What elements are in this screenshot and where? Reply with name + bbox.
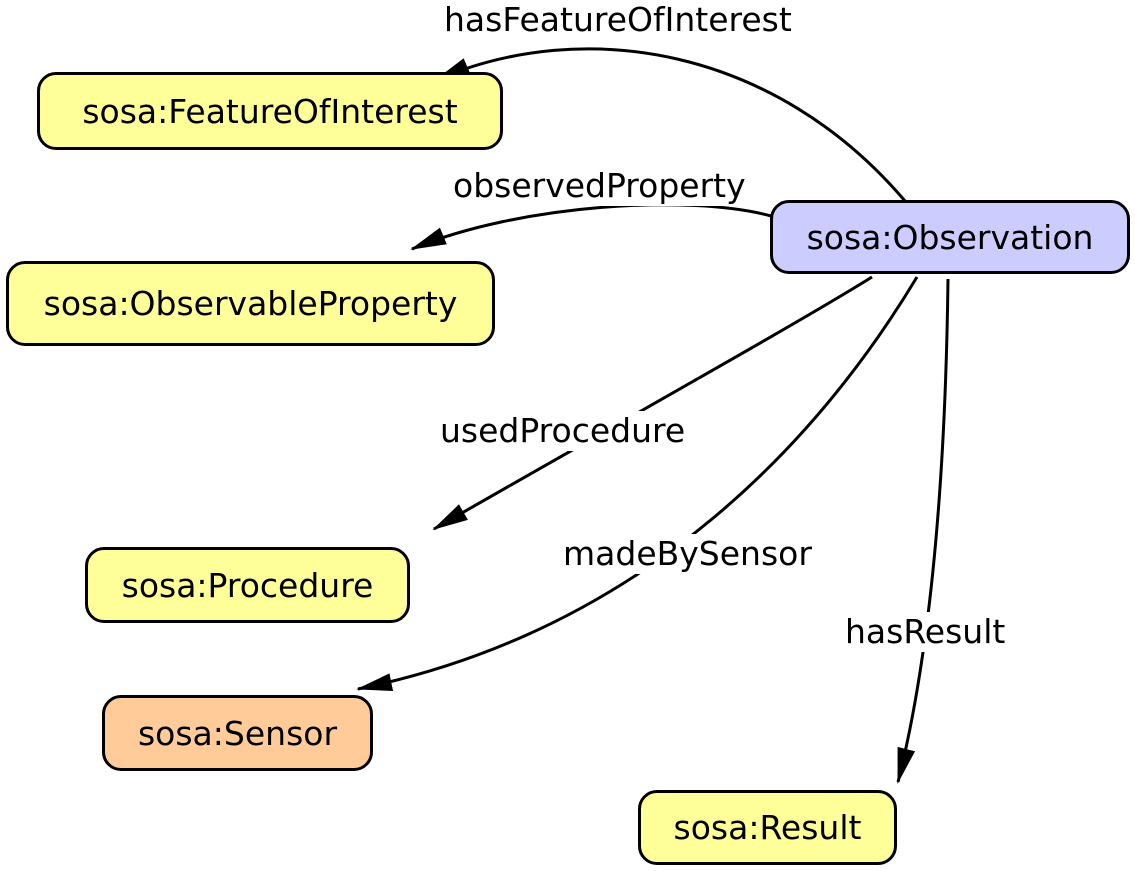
node-sosa-observableproperty: sosa:ObservableProperty — [6, 261, 495, 346]
node-sosa-result: sosa:Result — [638, 790, 897, 865]
edge-label-usedprocedure: usedProcedure — [437, 411, 689, 451]
edge-label-madebysensor: madeBySensor — [560, 534, 815, 574]
node-sosa-observation: sosa:Observation — [770, 200, 1130, 274]
edge-usedprocedure — [432, 275, 873, 531]
edge-madebysensor — [356, 276, 919, 691]
edge-hasfeatureofinterest — [434, 47, 907, 202]
node-sosa-procedure: sosa:Procedure — [85, 547, 410, 623]
edge-hasresult — [896, 278, 950, 784]
node-label: sosa:Procedure — [121, 565, 374, 605]
edge-observedproperty — [410, 203, 772, 251]
node-sosa-featureofinterest: sosa:FeatureOfInterest — [37, 72, 503, 150]
node-label: sosa:FeatureOfInterest — [82, 91, 458, 131]
node-label: sosa:Observation — [806, 217, 1094, 257]
node-label: sosa:ObservableProperty — [43, 284, 458, 323]
edge-label-observedproperty: observedProperty — [450, 166, 749, 206]
node-label: sosa:Sensor — [137, 713, 338, 753]
node-sosa-sensor: sosa:Sensor — [102, 695, 373, 771]
edge-label-hasfeatureofinterest: hasFeatureOfInterest — [441, 0, 795, 40]
node-label: sosa:Result — [673, 808, 862, 847]
edge-label-hasresult: hasResult — [842, 612, 1009, 652]
